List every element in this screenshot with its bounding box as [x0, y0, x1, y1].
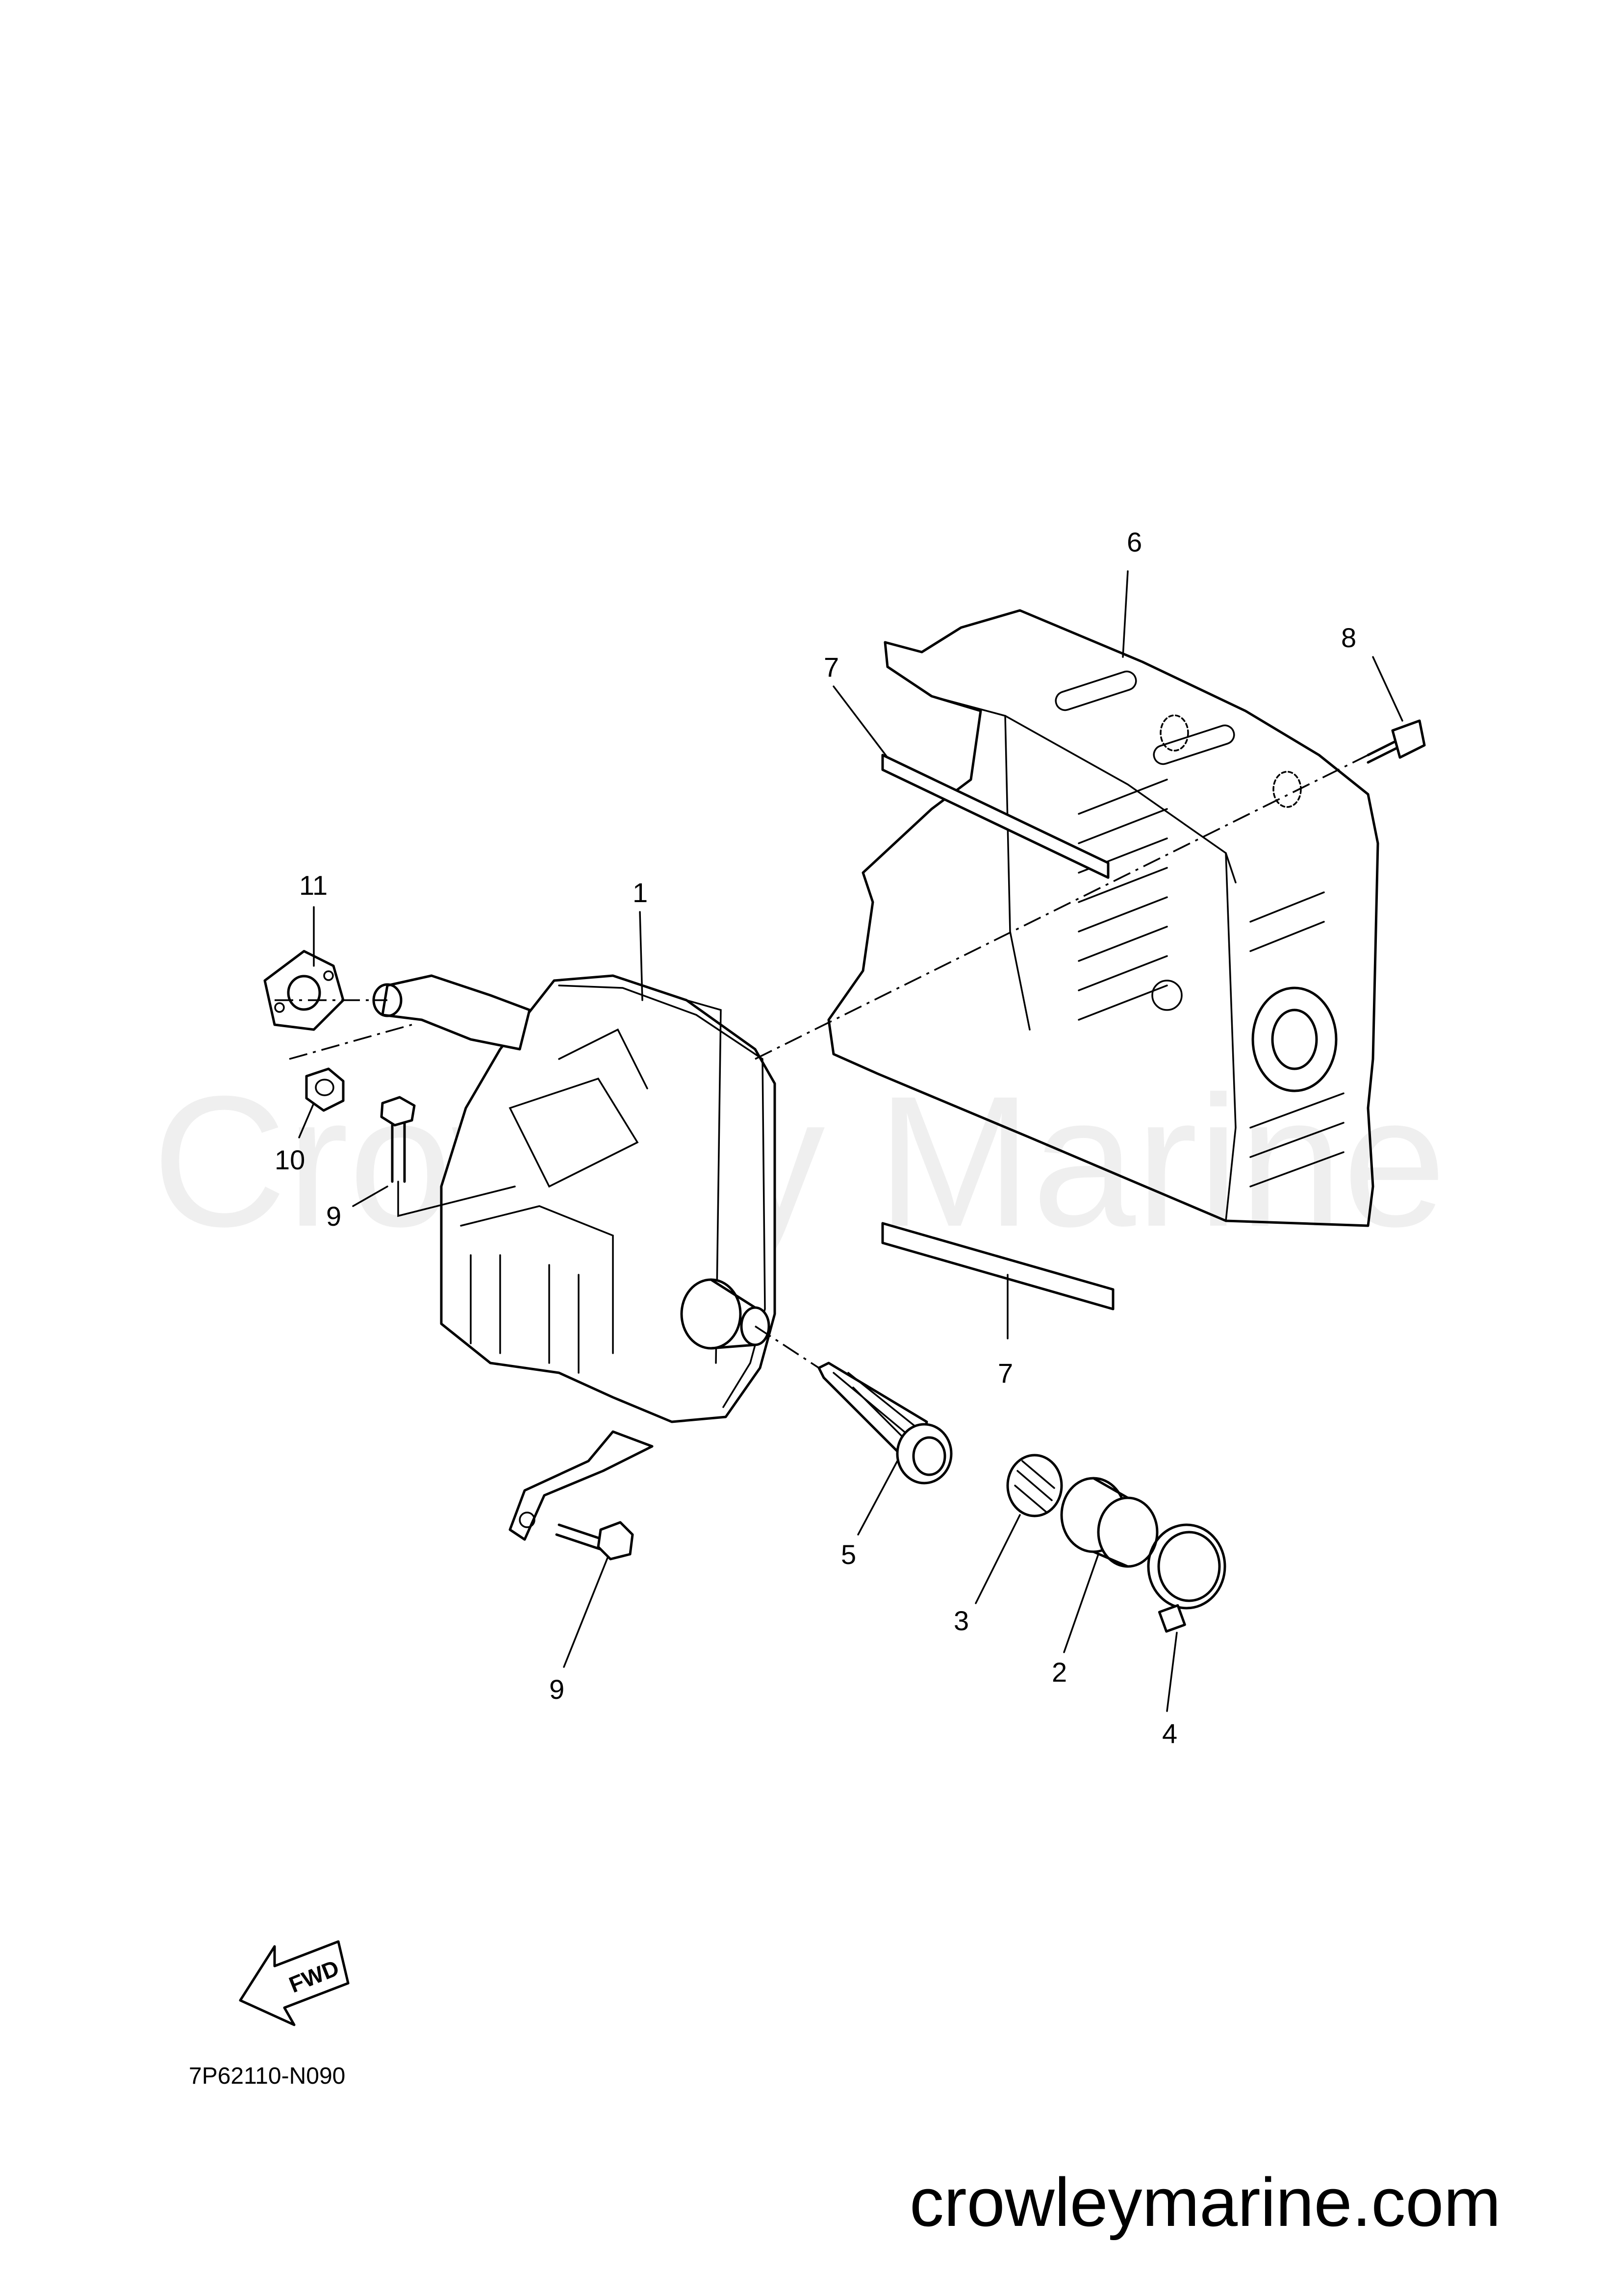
callout-6: 6: [1127, 527, 1142, 557]
callout-1: 1: [633, 877, 648, 908]
part-5-cone-screen: [817, 1362, 953, 1485]
callout-7-upper: 7: [824, 652, 839, 682]
fwd-arrow-icon: FWD: [239, 1940, 350, 2026]
assembly-line-screen: [755, 1325, 819, 1369]
watermark-text: Crowley Marine: [152, 1057, 1446, 1266]
leader-lines: [298, 570, 1403, 1712]
part-6-cover: [827, 609, 1379, 1227]
website-text: crowleymarine.com: [910, 2164, 1501, 2241]
callout-8: 8: [1341, 622, 1356, 653]
part-9-bolt-upper: [380, 1096, 416, 1183]
assembly-line-bolt: [397, 1181, 516, 1217]
part-7-strip-upper: [881, 754, 1110, 879]
callout-9-lower: 9: [549, 1674, 564, 1705]
part-11-gasket: [263, 950, 345, 1031]
callout-4: 4: [1162, 1718, 1177, 1749]
assembly-line-nut: [289, 1024, 412, 1060]
part-7-strip-lower: [881, 1222, 1115, 1311]
callout-11: 11: [299, 870, 328, 901]
part-8-bolt: [1367, 719, 1426, 764]
reference-code: 7P62110-N090: [189, 2063, 345, 2089]
callout-5: 5: [841, 1539, 856, 1570]
callout-3: 3: [954, 1605, 969, 1636]
part-10-nut: [305, 1067, 345, 1112]
part-4-clamp: [1147, 1523, 1226, 1633]
callout-2: 2: [1052, 1657, 1067, 1688]
part-2-sleeve: [1060, 1477, 1159, 1568]
callout-10: 10: [275, 1144, 305, 1175]
callout-7-lower: 7: [998, 1358, 1013, 1388]
assembly-line-main: [755, 754, 1369, 1060]
part-1-muffler: [372, 974, 776, 1541]
callout-9-upper: 9: [326, 1201, 341, 1232]
part-9-bolt-lower: [555, 1521, 634, 1561]
part-3-screen-disc: [1006, 1454, 1063, 1517]
